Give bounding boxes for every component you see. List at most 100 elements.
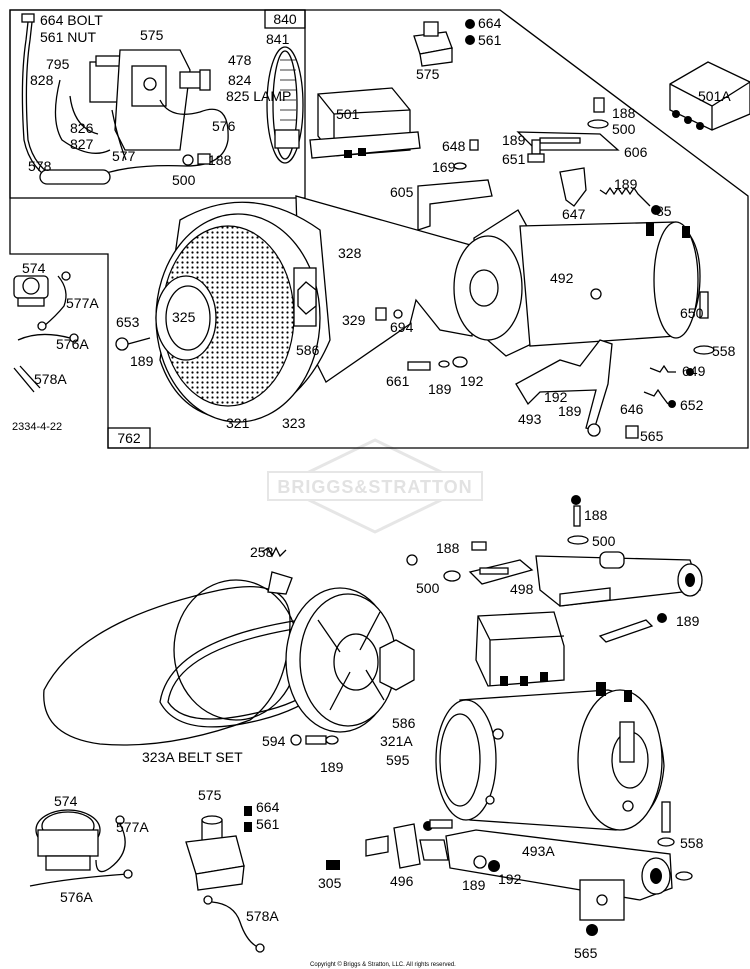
regulator-501a xyxy=(669,61,750,131)
label-478: 478 xyxy=(228,52,252,68)
label-565a: 565 xyxy=(640,428,664,444)
label-575b: 575 xyxy=(416,66,440,82)
label-85: 85 xyxy=(656,203,672,219)
label-189d: 189 xyxy=(428,381,452,397)
label-drawing-number: 2334-4-22 xyxy=(12,421,62,433)
label-500a: 500 xyxy=(172,172,196,188)
label-558b: 558 xyxy=(680,835,704,851)
label-192c: 192 xyxy=(498,871,522,887)
label-578a1: 578A xyxy=(34,371,67,387)
label-192a: 192 xyxy=(460,373,484,389)
label-653: 653 xyxy=(116,314,140,330)
label-795: 795 xyxy=(46,56,70,72)
label-575c: 575 xyxy=(198,787,222,803)
label-575a: 575 xyxy=(140,27,164,43)
label-605: 605 xyxy=(390,184,414,200)
label-576a2: 576A xyxy=(60,889,93,905)
label-647: 647 xyxy=(562,206,586,222)
strap-498 xyxy=(406,495,589,585)
regulator-501 xyxy=(309,87,421,159)
ammeter-574-small xyxy=(13,271,79,393)
label-501: 501 xyxy=(336,106,360,122)
clip-496 xyxy=(326,819,500,872)
label-648: 648 xyxy=(442,138,466,154)
label-189g: 189 xyxy=(320,759,344,775)
label-825: 825 LAMP xyxy=(226,88,291,104)
label-492: 492 xyxy=(550,270,574,286)
label-606: 606 xyxy=(624,144,648,160)
label-258: 258 xyxy=(250,544,274,560)
label-574b: 574 xyxy=(54,793,78,809)
inset-box-840 xyxy=(9,9,306,199)
label-189c: 189 xyxy=(130,353,154,369)
strap-606 xyxy=(453,97,620,170)
label-192b: 192 xyxy=(544,389,568,405)
label-321: 321 xyxy=(226,415,250,431)
inset-wiring-drawing xyxy=(21,13,304,185)
briggs-stratton-watermark: BRIGGS&STRATTON xyxy=(267,438,483,534)
label-664c: 664 xyxy=(256,799,280,815)
ammeter-574-large xyxy=(29,809,133,887)
generator-492 xyxy=(453,209,701,357)
label-577a1: 577A xyxy=(66,295,99,311)
label-586b: 586 xyxy=(392,715,416,731)
label-323a-belt-set: 323A BELT SET xyxy=(142,749,243,765)
label-561c: 561 xyxy=(256,816,280,832)
clip-647 xyxy=(559,167,587,207)
label-828: 828 xyxy=(30,72,54,88)
label-493a: 493A xyxy=(522,843,555,859)
label-651: 651 xyxy=(502,151,526,167)
pulley-321a xyxy=(285,587,415,733)
label-661: 661 xyxy=(386,373,410,389)
label-189f: 189 xyxy=(676,613,700,629)
watermark-text: BRIGGS&STRATTON xyxy=(277,477,472,497)
label-646: 646 xyxy=(620,401,644,417)
label-189b: 189 xyxy=(614,176,638,192)
label-565b: 565 xyxy=(574,945,598,961)
label-325: 325 xyxy=(172,309,196,325)
label-169: 169 xyxy=(432,159,456,175)
label-188d: 188 xyxy=(436,540,460,556)
label-189e: 189 xyxy=(558,403,582,419)
label-323: 323 xyxy=(282,415,306,431)
label-578a2: 578A xyxy=(246,908,279,924)
label-493: 493 xyxy=(518,411,542,427)
label-328: 328 xyxy=(338,245,362,261)
label-576: 576 xyxy=(212,118,236,134)
label-824: 824 xyxy=(228,72,252,88)
label-498: 498 xyxy=(510,581,534,597)
label-762: 762 xyxy=(117,430,141,446)
part-labels: 664 BOLT 561 NUT 575 795 828 478 824 825… xyxy=(12,12,736,968)
label-321a: 321A xyxy=(380,733,413,749)
label-329: 329 xyxy=(342,312,366,328)
label-574a: 574 xyxy=(22,260,46,276)
generator-bracket-upper xyxy=(535,551,703,643)
label-841: 841 xyxy=(266,31,290,47)
label-578: 578 xyxy=(28,158,52,174)
spring-85 xyxy=(599,186,651,207)
label-189h: 189 xyxy=(462,877,486,893)
label-576a1: 576A xyxy=(56,336,89,352)
label-305: 305 xyxy=(318,875,342,891)
hardware-lower-left xyxy=(261,546,339,746)
switch-575-top xyxy=(413,19,475,67)
label-500d: 500 xyxy=(416,580,440,596)
regulator-lower xyxy=(475,611,565,687)
label-500b: 500 xyxy=(612,121,636,137)
label-664b: 664 xyxy=(478,15,502,31)
label-595: 595 xyxy=(386,752,410,768)
label-496: 496 xyxy=(390,873,414,889)
belt-guard xyxy=(43,571,299,746)
label-561b: 561 xyxy=(478,32,502,48)
switch-575-large xyxy=(185,806,252,891)
label-826: 826 xyxy=(70,120,94,136)
label-586a: 586 xyxy=(296,342,320,358)
label-188c: 188 xyxy=(584,507,608,523)
label-649: 649 xyxy=(682,363,706,379)
label-501a: 501A xyxy=(698,88,731,104)
label-694: 694 xyxy=(390,319,414,335)
label-558a: 558 xyxy=(712,343,736,359)
label-652: 652 xyxy=(680,397,704,413)
bracket-605 xyxy=(417,179,493,231)
